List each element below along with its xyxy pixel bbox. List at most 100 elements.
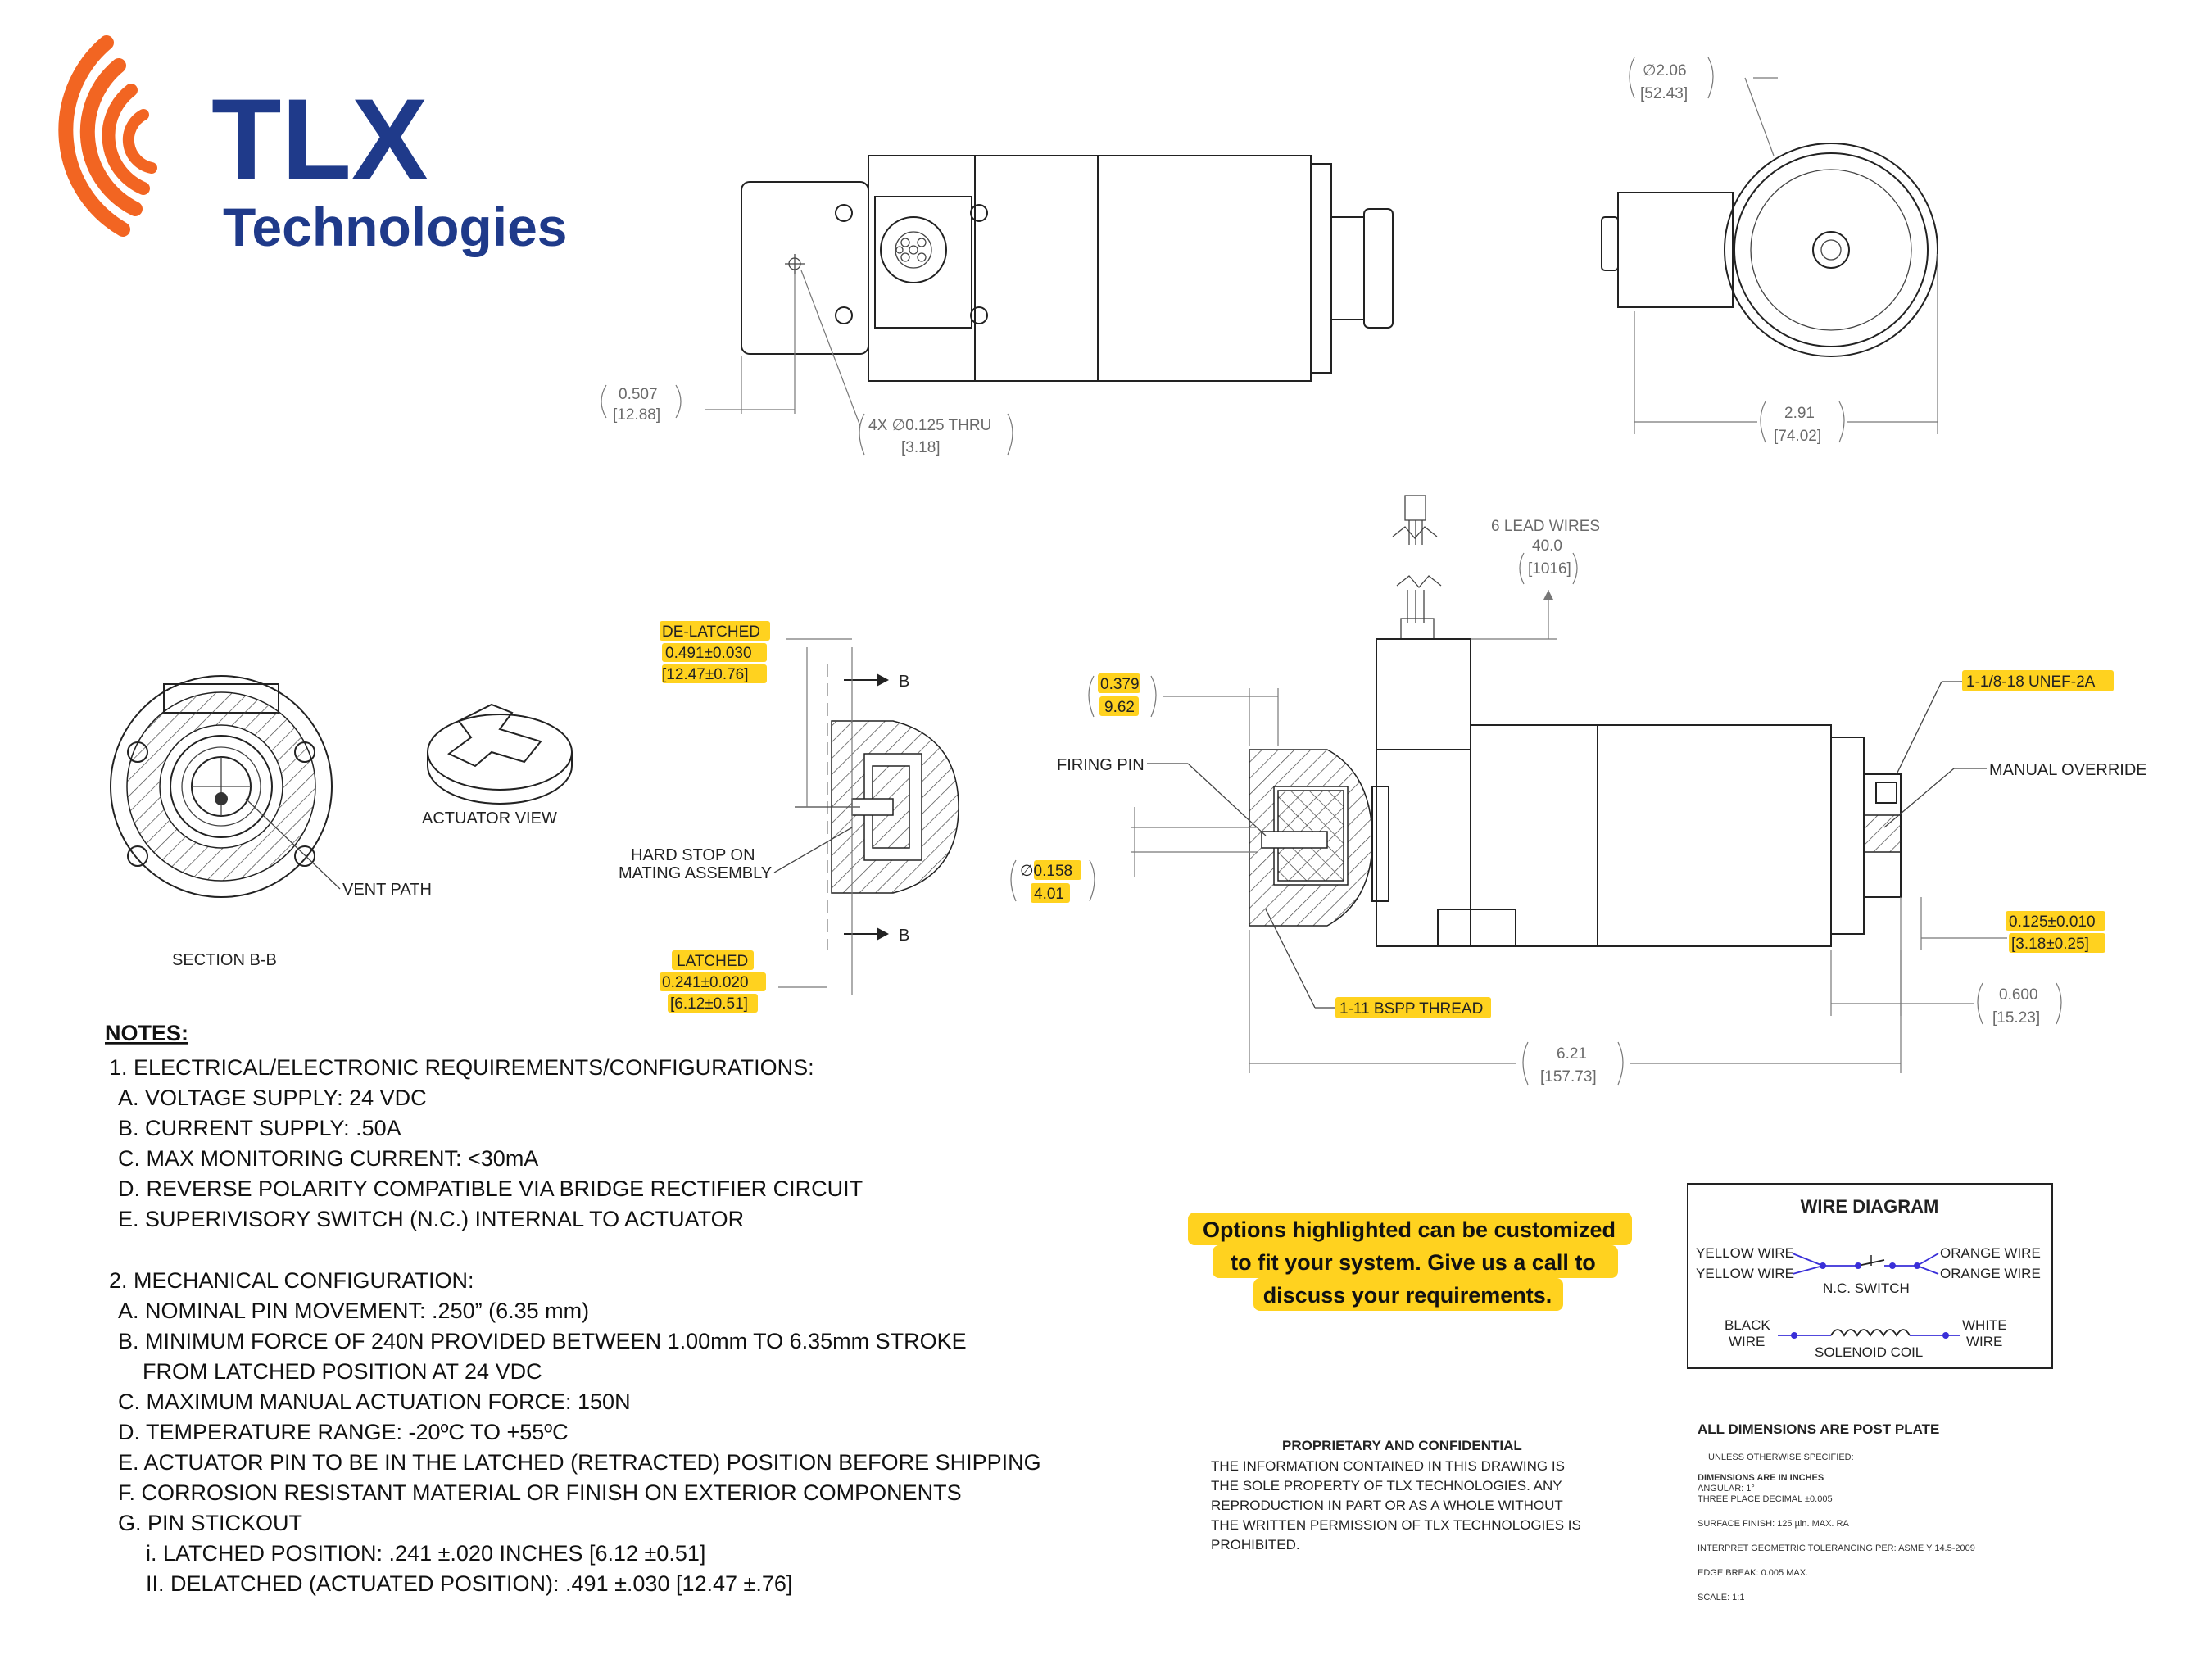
proprietary-line: PROHIBITED. xyxy=(1211,1537,1300,1552)
note-line: E. ACTUATOR PIN TO BE IN THE LATCHED (RE… xyxy=(118,1450,1041,1475)
proprietary-line: THE SOLE PROPERTY OF TLX TECHNOLOGIES. A… xyxy=(1211,1478,1562,1494)
lead-wires-length: 40.0 xyxy=(1532,537,1562,555)
hard-stop-label-2: MATING ASSEMBLY xyxy=(619,864,772,882)
delatched-mm: [12.47±0.76] xyxy=(662,666,749,683)
white-wire-2: WIRE xyxy=(1966,1334,2002,1349)
dimensions-block: ALL DIMENSIONS ARE POST PLATE UNLESS OTH… xyxy=(1698,1421,1975,1602)
proprietary-title: PROPRIETARY AND CONFIDENTIAL xyxy=(1282,1438,1522,1453)
customization-callout: Options highlighted can be customized to… xyxy=(1188,1213,1632,1311)
post-plate-title: ALL DIMENSIONS ARE POST PLATE xyxy=(1698,1421,1939,1437)
switch-label: N.C. SWITCH xyxy=(1823,1281,1910,1296)
dims-angular: ANGULAR: 1° xyxy=(1698,1484,1755,1494)
yellow-wire-2: YELLOW WIRE xyxy=(1696,1266,1794,1281)
logo-tagline: Technologies xyxy=(223,197,568,257)
orange-wire-1: ORANGE WIRE xyxy=(1940,1245,2041,1261)
notes-block: NOTES: 1. ELECTRICAL/ELECTRONIC REQUIREM… xyxy=(105,1021,1041,1596)
lead-wires-label: 6 LEAD WIRES xyxy=(1491,518,1600,535)
note-line: A. VOLTAGE SUPPLY: 24 VDC xyxy=(118,1086,427,1110)
company-logo: TLX Technologies xyxy=(58,35,568,257)
dim-0379-mm: 9.62 xyxy=(1104,699,1135,716)
latched-mm: [6.12±0.51] xyxy=(670,995,748,1013)
end-view-outer-circle xyxy=(1724,143,1938,357)
orange-wire-2: ORANGE WIRE xyxy=(1940,1266,2041,1281)
notes-title: NOTES: xyxy=(105,1021,188,1045)
hole-note-mm: [3.18] xyxy=(901,439,941,456)
note-line: 1. ELECTRICAL/ELECTRONIC REQUIREMENTS/CO… xyxy=(109,1055,814,1080)
actuator-body xyxy=(1470,724,1832,947)
proprietary-line: REPRODUCTION IN PART OR AS A WHOLE WITHO… xyxy=(1211,1498,1563,1513)
dim-0507-in: 0.507 xyxy=(619,386,658,403)
dim-0158-mm: 4.01 xyxy=(1034,886,1064,903)
callout-line-3: discuss your requirements. xyxy=(1263,1283,1552,1308)
latched-in: 0.241±0.020 xyxy=(662,974,749,991)
switch-wiring xyxy=(1792,1253,1939,1275)
note-line: E. SUPERIVISORY SWITCH (N.C.) INTERNAL T… xyxy=(118,1207,744,1231)
wire-diagram: WIRE DIAGRAM YELLOW WIRE YELLOW WIRE ORA… xyxy=(1687,1183,2053,1369)
note-line: F. CORROSION RESISTANT MATERIAL OR FINIS… xyxy=(118,1480,962,1505)
dim-0507-mm: [12.88] xyxy=(613,406,660,424)
note-line: B. MINIMUM FORCE OF 240N PROVIDED BETWEE… xyxy=(118,1329,967,1353)
note-line: D. REVERSE POLARITY COMPATIBLE VIA BRIDG… xyxy=(118,1176,863,1201)
thread-right-label: 1-1/8-18 UNEF-2A xyxy=(1966,673,2096,691)
wire-diagram-title: WIRE DIAGRAM xyxy=(1801,1196,1939,1217)
firing-pin-label: FIRING PIN xyxy=(1057,756,1145,774)
top-view-body xyxy=(974,155,1099,382)
dim-0125-mm: [3.18±0.25] xyxy=(2011,936,2089,953)
note-line: D. TEMPERATURE RANGE: -20ºC TO +55ºC xyxy=(118,1420,569,1444)
logo-wordmark: TLX xyxy=(211,75,428,203)
coil-label: SOLENOID COIL xyxy=(1815,1344,1923,1360)
section-b-b: VENT PATH SECTION B-B xyxy=(110,675,432,969)
lead-wires-icon xyxy=(1392,495,1442,640)
section-mark-top: B xyxy=(899,673,909,691)
section-mark-bottom: B xyxy=(899,927,909,945)
signal-waves-icon xyxy=(58,35,157,237)
dim-0158-in: ∅0.158 xyxy=(1020,863,1072,880)
actuator-view-caption: ACTUATOR VIEW xyxy=(422,809,557,827)
dims-in-inches: DIMENSIONS ARE IN INCHES xyxy=(1698,1473,1824,1483)
dim-diameter-in: ∅2.06 xyxy=(1643,62,1687,79)
proprietary-line: THE WRITTEN PERMISSION OF TLX TECHNOLOGI… xyxy=(1211,1517,1581,1533)
top-view: 0.507 [12.88] 4X ∅0.125 THRU [3.18] xyxy=(601,155,1394,456)
section-caption: SECTION B-B xyxy=(172,951,277,969)
lead-wires-mm: [1016] xyxy=(1528,560,1571,578)
callout-line-1: Options highlighted can be customized xyxy=(1203,1217,1616,1242)
dim-0600-mm: [15.23] xyxy=(1992,1009,2040,1027)
note-line: C. MAXIMUM MANUAL ACTUATION FORCE: 150N xyxy=(118,1389,631,1414)
dim-0125-in: 0.125±0.010 xyxy=(2009,913,2096,931)
note-line: i. LATCHED POSITION: .241 ±.020 INCHES [… xyxy=(146,1541,705,1566)
dim-621-mm: [157.73] xyxy=(1540,1068,1597,1086)
actuator-view: ACTUATOR VIEW xyxy=(422,703,573,827)
dim-0600-in: 0.600 xyxy=(1999,986,2038,1004)
dim-width-mm: [74.02] xyxy=(1774,428,1821,445)
dims-gdt: INTERPRET GEOMETRIC TOLERANCING PER: ASM… xyxy=(1698,1543,1975,1553)
side-view: 6 LEAD WIRES 40.0 [1016] 0.379 9.62 xyxy=(1010,495,2147,1086)
hard-stop-label: HARD STOP ON xyxy=(631,846,755,864)
vent-path-label: VENT PATH xyxy=(342,881,432,899)
note-line: 2. MECHANICAL CONFIGURATION: xyxy=(109,1268,474,1293)
proprietary-line: THE INFORMATION CONTAINED IN THIS DRAWIN… xyxy=(1211,1458,1565,1474)
dim-width-in: 2.91 xyxy=(1784,405,1815,422)
top-view-connector-body xyxy=(874,196,972,329)
top-view-housing xyxy=(868,155,976,382)
manual-override-label: MANUAL OVERRIDE xyxy=(1989,761,2147,779)
callout-line-2: to fit your system. Give us a call to xyxy=(1231,1250,1596,1275)
latched-label: LATCHED xyxy=(677,953,748,970)
delatched-in: 0.491±0.030 xyxy=(665,645,752,662)
unless-specified: UNLESS OTHERWISE SPECIFIED: xyxy=(1708,1453,1854,1462)
solenoid-coil-icon xyxy=(1778,1329,1960,1339)
dims-decimal: THREE PLACE DECIMAL ±0.005 xyxy=(1698,1494,1833,1504)
dims-edge: EDGE BREAK: 0.005 MAX. xyxy=(1698,1568,1808,1578)
connector-icon xyxy=(880,216,947,283)
pin-detail: B B HARD STOP ON MATING ASSEMBLY DE-LATC… xyxy=(619,621,959,1013)
white-wire-1: WHITE xyxy=(1962,1317,2007,1333)
note-line: A. NOMINAL PIN MOVEMENT: .250” (6.35 mm) xyxy=(118,1299,589,1323)
dim-621-in: 6.21 xyxy=(1557,1045,1587,1063)
note-line: G. PIN STICKOUT xyxy=(118,1511,302,1535)
note-line: B. CURRENT SUPPLY: .50A xyxy=(118,1116,401,1140)
end-view: ∅2.06 [52.43] 2.91 [74.02] xyxy=(1601,57,1938,445)
note-line: C. MAX MONITORING CURRENT: <30mA xyxy=(118,1146,538,1171)
note-line: FROM LATCHED POSITION AT 24 VDC xyxy=(143,1359,542,1384)
dims-surface: SURFACE FINISH: 125 µin. MAX. RA xyxy=(1698,1519,1849,1529)
note-line: II. DELATCHED (ACTUATED POSITION): .491 … xyxy=(146,1571,792,1596)
